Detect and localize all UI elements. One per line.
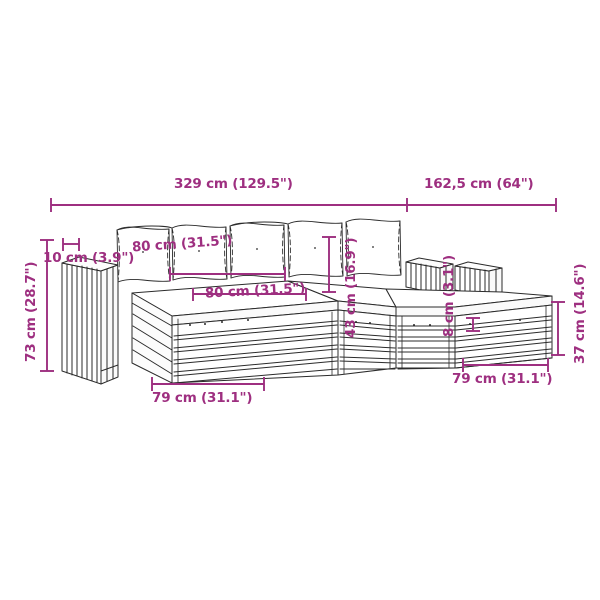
seat-module-left xyxy=(131,280,339,384)
dim-label-total-height: 73 cm (28.7") xyxy=(23,261,39,362)
dim-label-seat-depth-left: 79 cm (31.1") xyxy=(152,390,253,406)
dim-label-overall-width: 329 cm (129.5") xyxy=(174,176,293,192)
dim-line-backrest-height xyxy=(322,236,336,293)
left-armrest xyxy=(61,256,119,385)
right-back-armrest xyxy=(405,257,454,295)
dim-line-overall-width xyxy=(50,198,408,212)
dim-line-armrest-thickness xyxy=(62,238,80,251)
dim-line-seat-width xyxy=(192,288,307,301)
dim-label-cushion-thickness: 8 cm (3.1") xyxy=(441,255,457,337)
dim-line-seat-depth-left xyxy=(151,377,265,391)
dim-line-seat-height xyxy=(551,301,565,356)
dim-label-armrest-thickness: 10 cm (3.9") xyxy=(43,250,135,266)
seat-module-right xyxy=(385,288,553,370)
dim-label-overall-depth: 162,5 cm (64") xyxy=(424,176,534,192)
backrest-cushions xyxy=(116,218,402,283)
dim-label-seat-height: 37 cm (14.6") xyxy=(572,263,588,364)
dim-line-total-height xyxy=(40,239,54,372)
seat-module-center xyxy=(287,280,397,376)
dimension-lines-group xyxy=(40,198,565,391)
furniture-group xyxy=(61,218,553,385)
dim-line-seat-depth-right xyxy=(462,358,549,372)
dim-label-seat-depth-right: 79 cm (31.1") xyxy=(452,371,553,387)
dim-line-cushion-width xyxy=(169,267,286,281)
dim-label-backrest-height: 43 cm (16.9") xyxy=(343,237,359,338)
dim-line-overall-depth xyxy=(407,198,557,212)
dim-line-cushion-thickness xyxy=(466,317,480,332)
